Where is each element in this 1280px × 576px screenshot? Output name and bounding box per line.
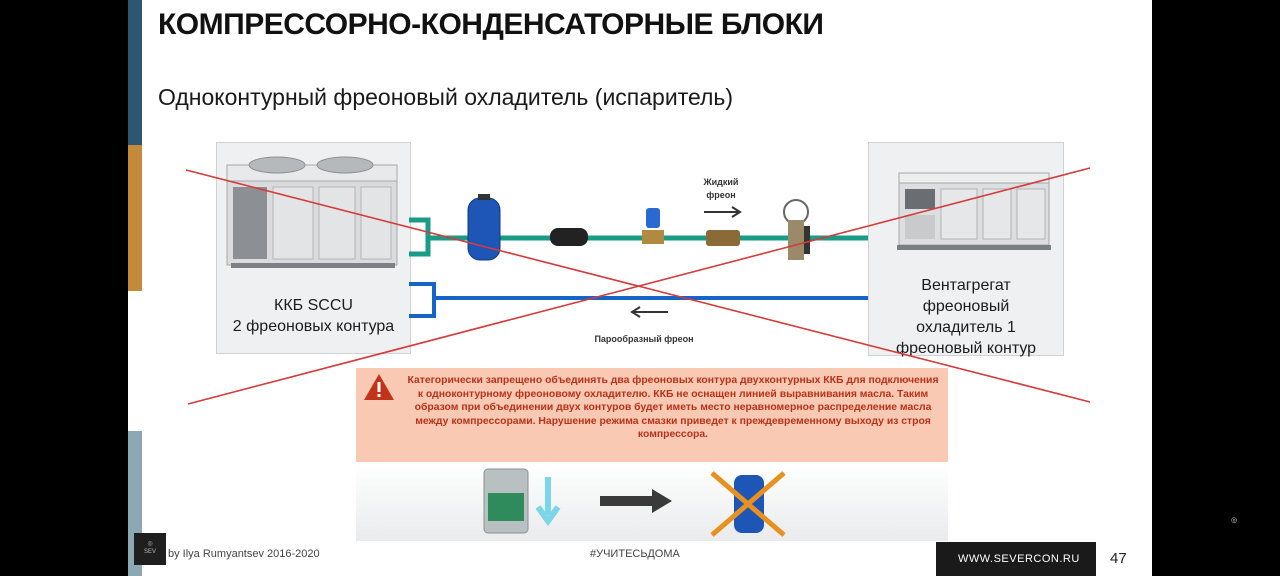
liquid-pipe-return bbox=[409, 238, 431, 257]
filter-drier bbox=[550, 228, 588, 246]
vapor-label: Парообразный фреон bbox=[594, 334, 694, 344]
warning-box: Категорически запрещено объединять два ф… bbox=[356, 368, 948, 462]
page-number: 47 bbox=[1110, 550, 1127, 567]
vapor-pipe bbox=[409, 282, 868, 300]
liquid-label-line2: фреон bbox=[706, 190, 736, 200]
footer-author: by Ilya Rumyantsev 2016-2020 bbox=[168, 548, 320, 560]
piping-diagram bbox=[409, 194, 868, 318]
liquid-flow-arrow bbox=[704, 206, 742, 218]
footer-website[interactable]: WWW.SEVERCON.RU bbox=[936, 542, 1096, 576]
slide-subtitle: Одноконтурный фреоновый охладитель (испа… bbox=[158, 84, 734, 110]
oil-illustration bbox=[483, 468, 786, 537]
vapor-flow-arrow bbox=[630, 306, 668, 318]
footer-hashtag: #УЧИТЕСЬДОМА bbox=[590, 548, 680, 560]
presentation-slide: КОМПРЕССОРНО-КОНДЕНСАТОРНЫЕ БЛОКИ Одноко… bbox=[128, 0, 1152, 576]
stripe-middle bbox=[128, 145, 142, 291]
warning-text: Категорически запрещено объединять два ф… bbox=[407, 375, 939, 440]
cross-icon bbox=[710, 471, 786, 537]
slide-title: КОМПРЕССОРНО-КОНДЕНСАТОРНЫЕ БЛОКИ bbox=[158, 8, 824, 41]
warning-triangle-icon bbox=[364, 374, 394, 400]
stripe-top bbox=[128, 0, 142, 145]
solenoid-valve bbox=[646, 208, 660, 228]
receiver-tank bbox=[467, 197, 501, 261]
stripe-gap bbox=[128, 291, 142, 431]
sight-glass bbox=[706, 230, 740, 246]
watermark-logo-icon: ◎ bbox=[1230, 517, 1238, 524]
vapor-pipe-return bbox=[409, 298, 436, 318]
liquid-label-line1: Жидкий bbox=[703, 177, 739, 187]
severcon-logo-icon: ◎SEV bbox=[134, 533, 166, 565]
oil-illustration-band bbox=[356, 463, 948, 541]
down-arrow-icon bbox=[535, 477, 561, 527]
